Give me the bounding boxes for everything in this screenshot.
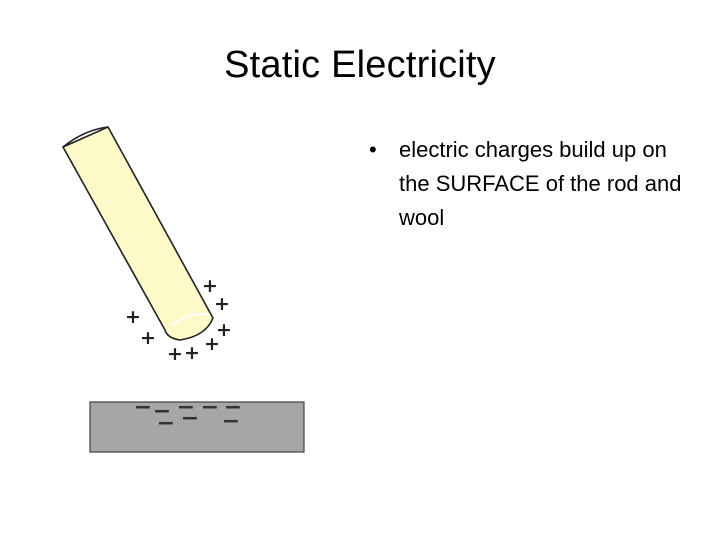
bullet-marker: • bbox=[369, 137, 377, 162]
negative-charge: − bbox=[177, 395, 195, 420]
negative-charge: − bbox=[181, 406, 199, 431]
positive-charge: + bbox=[204, 333, 220, 355]
rod-body bbox=[61, 125, 214, 341]
positive-charge: + bbox=[167, 343, 183, 365]
negative-charge: − bbox=[222, 409, 240, 434]
positive-charge: + bbox=[202, 275, 218, 297]
bullet-list: • electric charges build up on the SURFA… bbox=[365, 133, 695, 235]
positive-charges: + + + + + + + + bbox=[125, 275, 232, 365]
negative-charge: − bbox=[153, 399, 171, 424]
bullet-text: electric charges build up on the SURFACE… bbox=[399, 137, 682, 230]
bullet-item: • electric charges build up on the SURFA… bbox=[365, 133, 695, 235]
positive-charge: + bbox=[214, 293, 230, 315]
negative-charge: − bbox=[134, 395, 152, 420]
slide-title: Static Electricity bbox=[224, 44, 496, 86]
wool-block bbox=[89, 401, 305, 453]
positive-charge: + bbox=[216, 319, 232, 341]
positive-charge: + bbox=[125, 306, 141, 328]
rod-end-highlight bbox=[171, 312, 208, 326]
negative-charge: − bbox=[157, 411, 175, 436]
negative-charge: − bbox=[224, 395, 242, 420]
rod-top-edge bbox=[62, 126, 109, 148]
negative-charge: − bbox=[201, 395, 219, 420]
charged-rod bbox=[61, 125, 214, 341]
positive-charge: + bbox=[140, 327, 156, 349]
positive-charge: + bbox=[184, 342, 200, 364]
negative-charges: − − − − − − − − bbox=[134, 395, 242, 436]
